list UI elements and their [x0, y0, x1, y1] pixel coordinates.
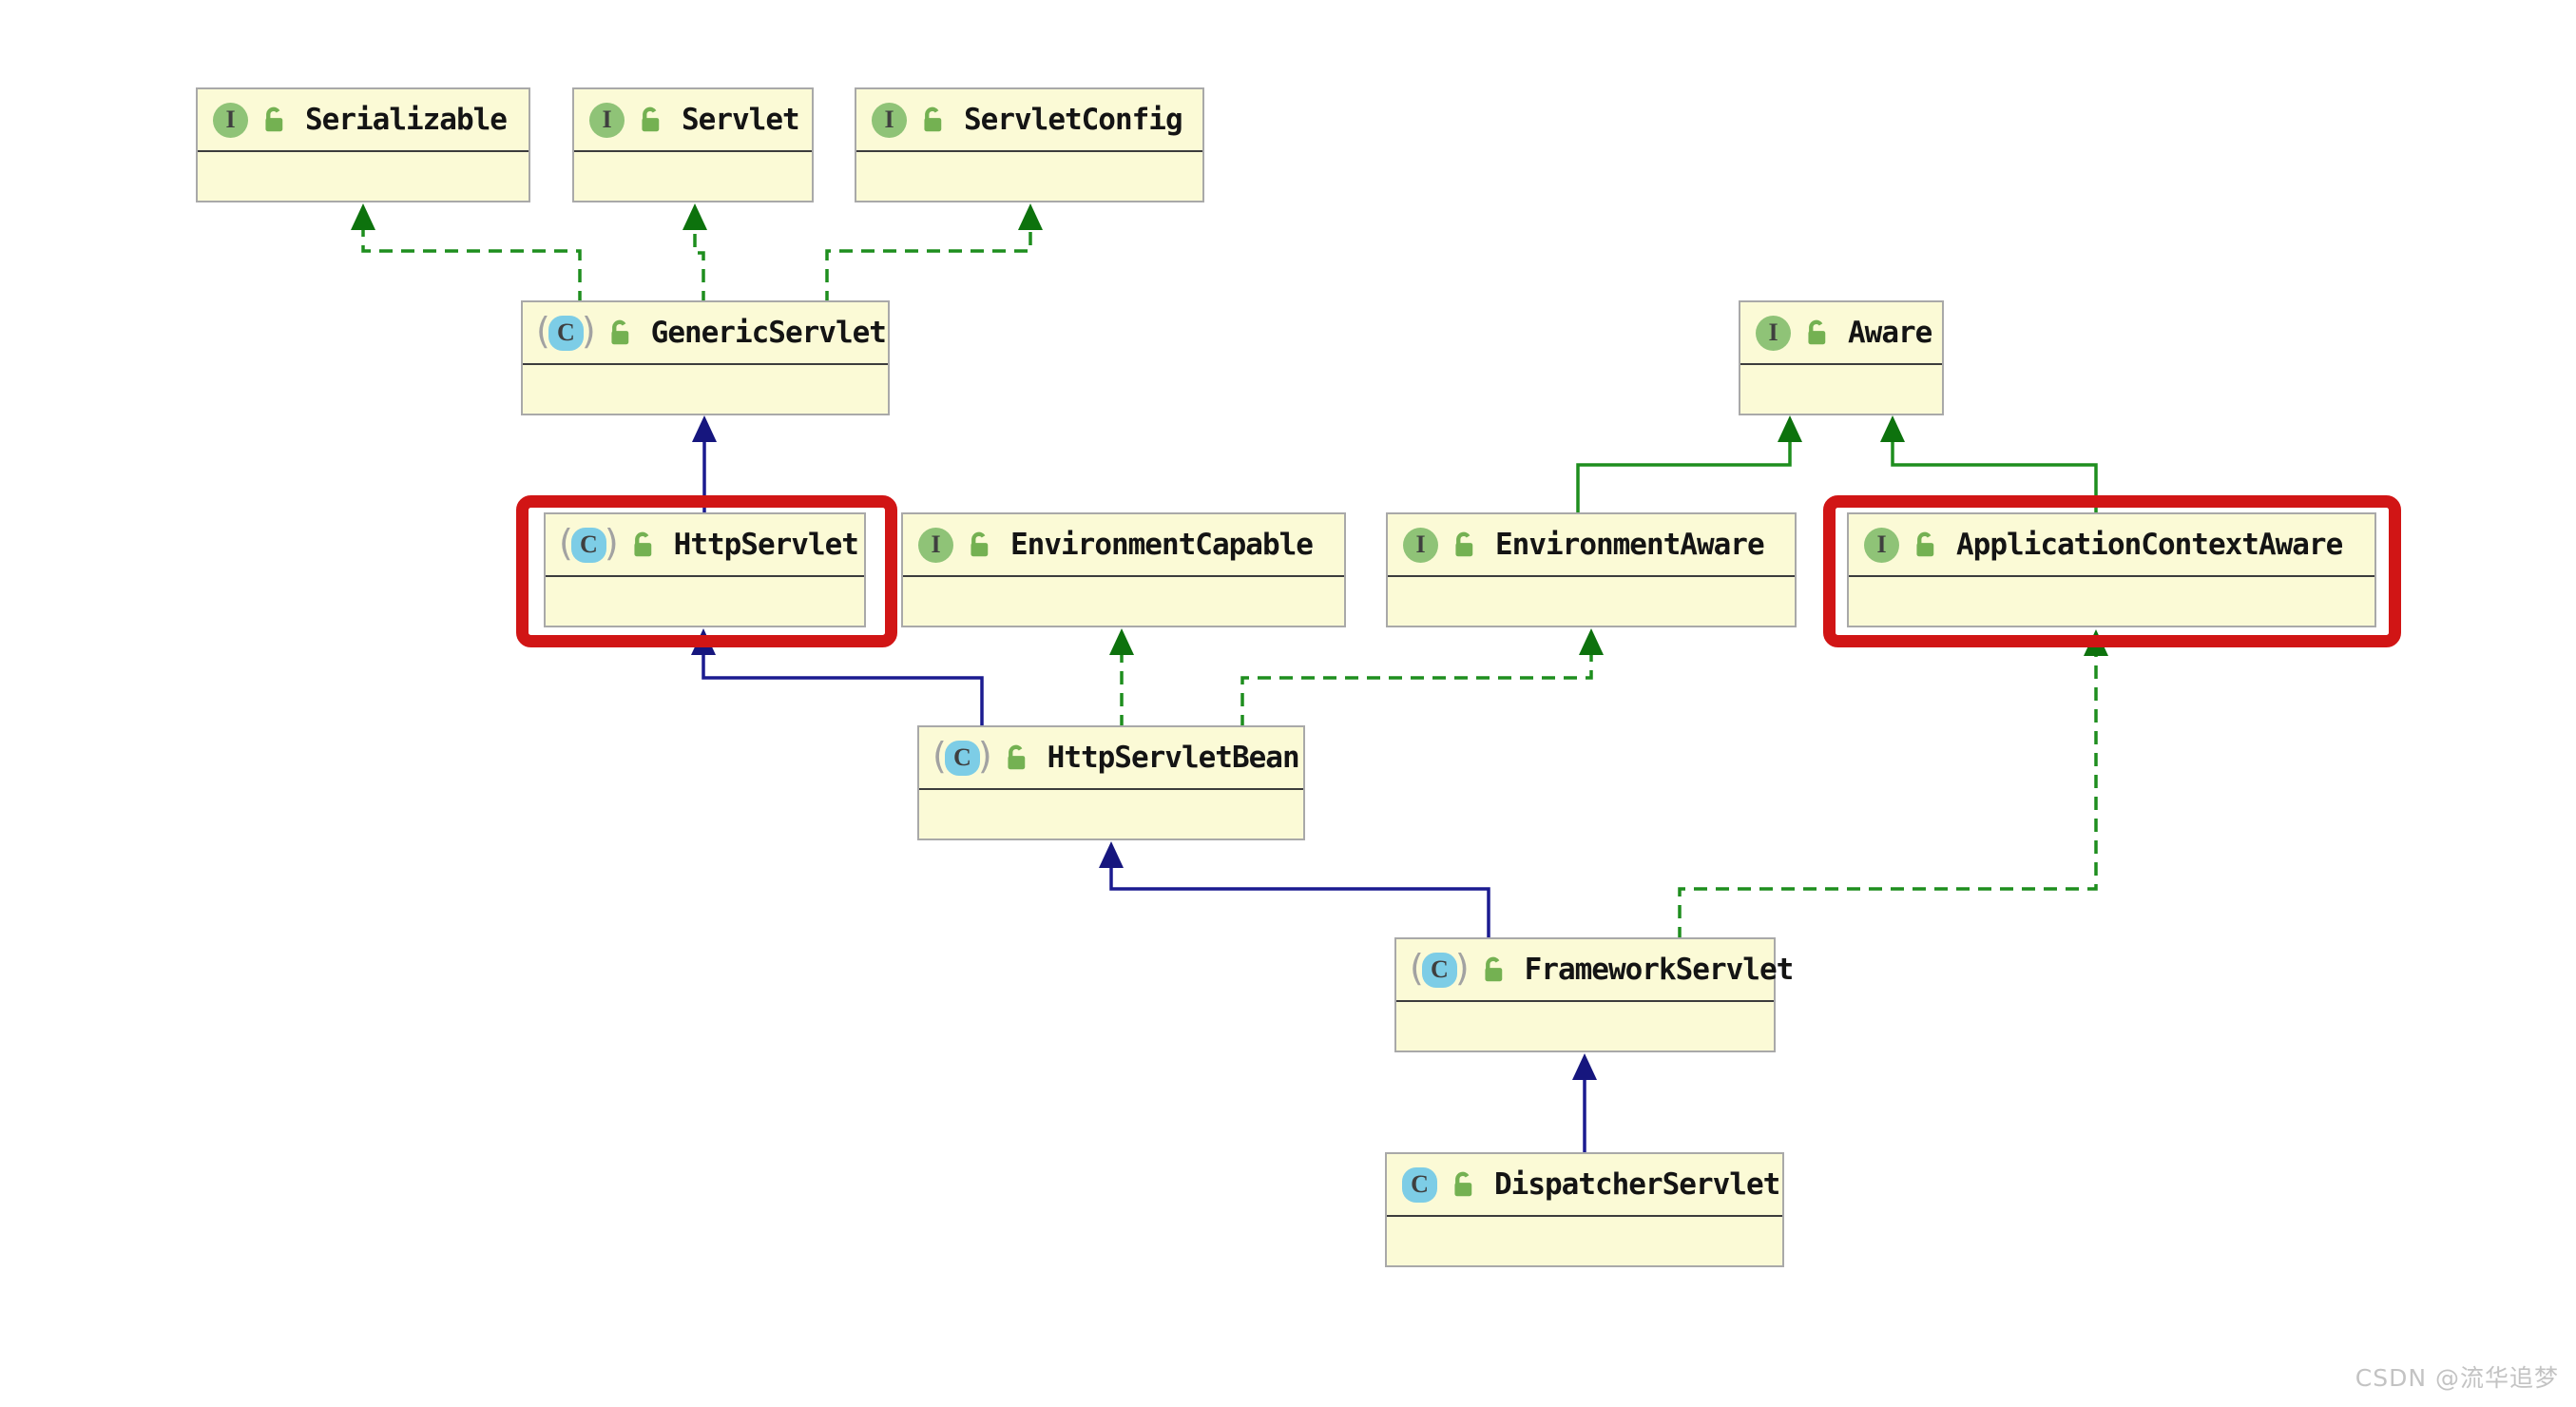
class-node-header: (C) HttpServlet [546, 514, 864, 577]
unlocked-icon [1455, 531, 1473, 557]
class-node-body [903, 577, 1344, 626]
unlocked-icon [1916, 531, 1934, 557]
class-node-header: I ApplicationContextAware [1849, 514, 2374, 577]
class-node-framework-servlet[interactable]: (C) FrameworkServlet [1394, 937, 1794, 1052]
interface-icon: I [589, 102, 625, 138]
class-node-generic-servlet[interactable]: (C) GenericServlet [521, 300, 890, 415]
class-node-header: I Servlet [574, 89, 812, 152]
class-node-body [546, 577, 864, 626]
unlocked-icon [924, 106, 942, 132]
class-name-label: EnvironmentCapable [1010, 528, 1314, 562]
class-node-application-context-aware[interactable]: I ApplicationContextAware [1847, 512, 2376, 627]
class-name-label: HttpServletBean [1047, 741, 1300, 775]
interface-icon: I [872, 102, 907, 138]
interface-icon: I [1864, 527, 1899, 563]
class-node-header: I EnvironmentAware [1388, 514, 1795, 577]
interface-icon: I [1403, 527, 1438, 563]
class-node-body [856, 152, 1202, 201]
abstract-paren: ( [536, 309, 550, 352]
class-node-header: I ServletConfig [856, 89, 1202, 152]
class-name-label: HttpServlet [673, 528, 859, 562]
unlocked-icon [611, 319, 628, 345]
class-node-servlet-config[interactable]: I ServletConfig [855, 87, 1204, 202]
class-name-label: Aware [1848, 316, 1932, 350]
class-node-aware[interactable]: I Aware [1739, 300, 1944, 415]
class-name-label: ServletConfig [964, 103, 1183, 137]
class-node-environment-capable[interactable]: I EnvironmentCapable [901, 512, 1346, 627]
abstract-paren: ( [1410, 946, 1424, 989]
class-node-environment-aware[interactable]: I EnvironmentAware [1386, 512, 1797, 627]
class-name-label: ApplicationContextAware [1956, 528, 2343, 562]
unlocked-icon [265, 106, 283, 132]
class-name-label: GenericServlet [650, 316, 887, 350]
unlocked-icon [1008, 744, 1025, 770]
class-node-body [919, 790, 1303, 838]
abstract-class-icon: C [570, 527, 606, 563]
class-node-body [198, 152, 529, 201]
abstract-paren: ) [1454, 946, 1470, 989]
interface-icon: I [918, 527, 953, 563]
class-icon: C [1402, 1166, 1437, 1203]
class-node-body [574, 152, 812, 201]
class-node-body [523, 365, 888, 414]
class-node-header: (C) FrameworkServlet [1396, 939, 1794, 1002]
interface-icon: I [1756, 315, 1791, 351]
abstract-class-icon: C [1421, 952, 1457, 988]
abstract-paren: ) [581, 309, 596, 352]
class-node-dispatcher-servlet[interactable]: C DispatcherServlet [1385, 1152, 1784, 1267]
class-name-label: Serializable [305, 103, 508, 137]
class-node-header: (C) GenericServlet [523, 302, 888, 365]
class-node-body [1740, 365, 1942, 414]
class-name-label: Servlet [682, 103, 800, 137]
class-name-label: DispatcherServlet [1494, 1167, 1780, 1202]
abstract-paren: ) [977, 734, 992, 777]
unlocked-icon [1454, 1171, 1472, 1197]
abstract-paren: ( [559, 521, 573, 564]
watermark: CSDN @流华追梦 [2355, 1364, 2559, 1392]
unlocked-icon [642, 106, 660, 132]
abstract-class-icon: C [548, 315, 584, 351]
class-name-label: FrameworkServlet [1524, 953, 1795, 987]
class-node-header: I EnvironmentCapable [903, 514, 1344, 577]
unlocked-icon [1808, 319, 1826, 345]
class-node-serializable[interactable]: I Serializable [196, 87, 530, 202]
unlocked-icon [971, 531, 989, 557]
class-node-body [1396, 1002, 1774, 1050]
class-node-header: I Aware [1740, 302, 1942, 365]
class-node-header: I Serializable [198, 89, 529, 152]
class-node-header: C DispatcherServlet [1387, 1154, 1782, 1217]
abstract-class-icon: C [944, 740, 980, 776]
class-node-body [1387, 1217, 1782, 1265]
class-node-http-servlet-bean[interactable]: (C) HttpServletBean [917, 725, 1305, 840]
interface-icon: I [213, 102, 248, 138]
unlocked-icon [634, 531, 651, 557]
abstract-paren: ( [932, 734, 947, 777]
class-node-header: (C) HttpServletBean [919, 727, 1303, 790]
class-node-body [1849, 577, 2374, 626]
abstract-paren: ) [604, 521, 619, 564]
class-node-http-servlet[interactable]: (C) HttpServlet [544, 512, 866, 627]
class-name-label: EnvironmentAware [1495, 528, 1765, 562]
unlocked-icon [1485, 956, 1502, 982]
class-node-body [1388, 577, 1795, 626]
class-node-servlet[interactable]: I Servlet [572, 87, 814, 202]
